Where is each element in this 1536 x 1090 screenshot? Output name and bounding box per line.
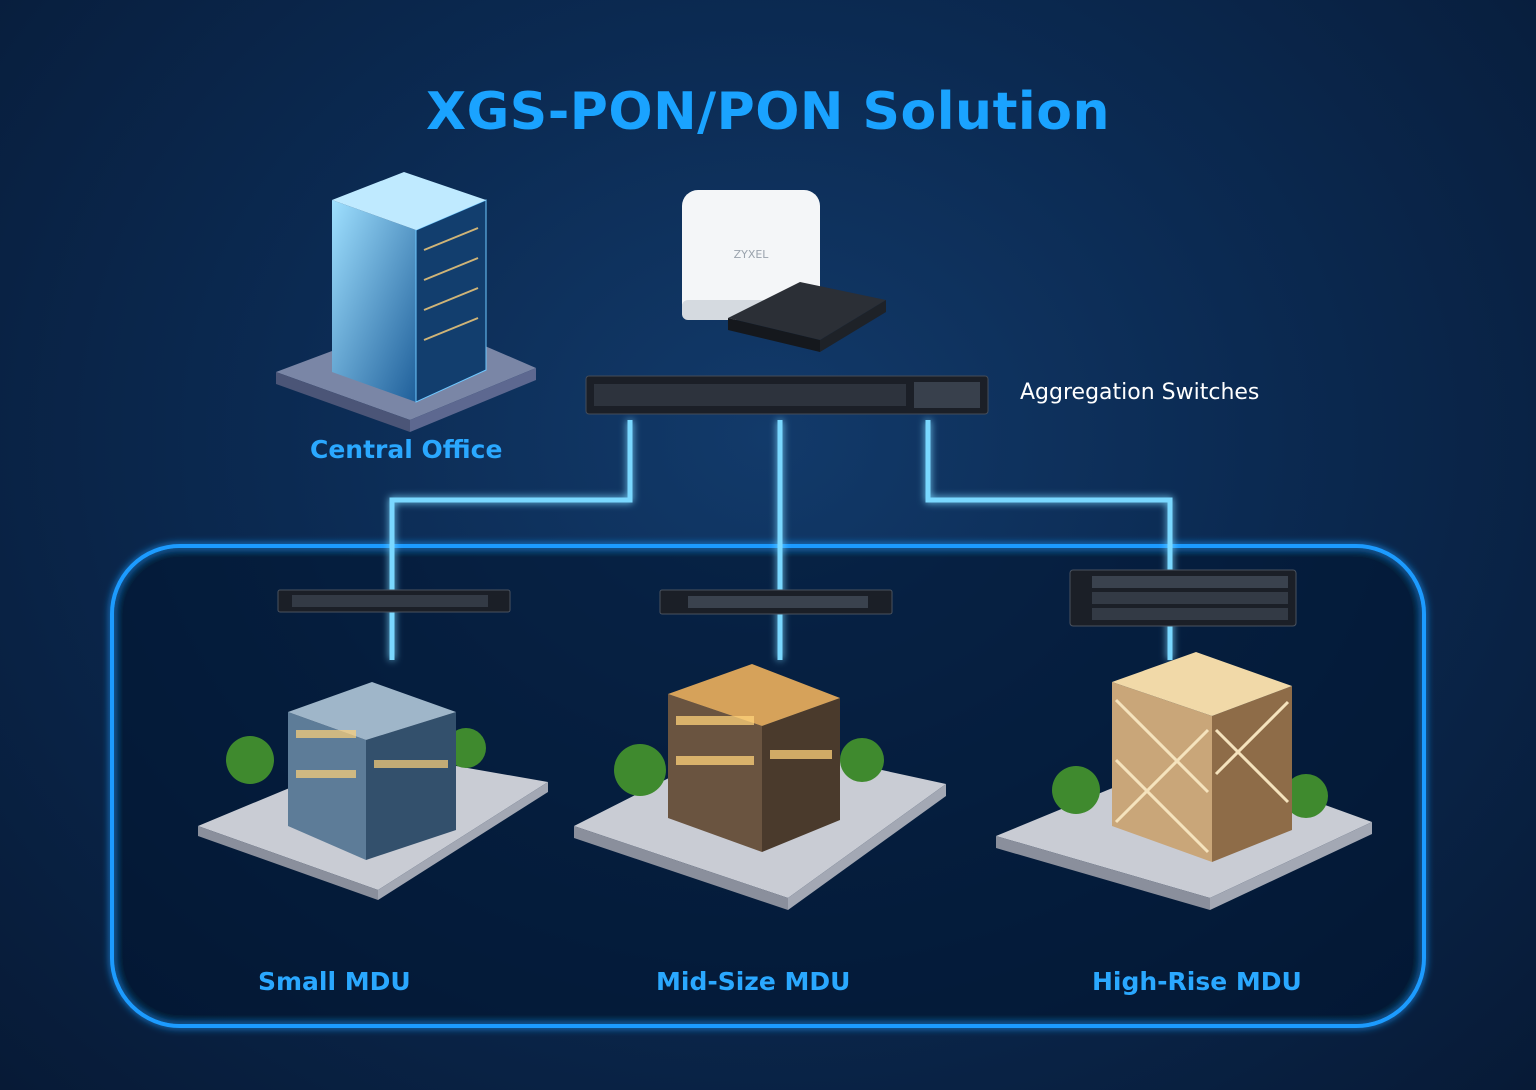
- small-mdu-label: Small MDU: [258, 967, 411, 996]
- highrise-mdu-building-icon: [996, 652, 1372, 910]
- aggregation-switches-label: Aggregation Switches: [1020, 380, 1260, 405]
- small-mdu-switch-icon: [277, 589, 511, 613]
- ont-brand: ZYXEL: [734, 248, 770, 261]
- link-small-mdu: [389, 420, 633, 660]
- central-office-label: Central Office: [310, 435, 503, 464]
- mid-mdu-switch-icon: [659, 589, 893, 615]
- central-office-building-icon: [276, 172, 536, 432]
- highrise-mdu-olt-chassis-icon: [1069, 569, 1297, 627]
- mid-mdu-building-icon: [574, 664, 946, 910]
- page-title: XGS-PON/PON Solution: [425, 82, 1111, 142]
- mid-mdu-label: Mid-Size MDU: [656, 967, 851, 996]
- highrise-mdu-label: High-Rise MDU: [1092, 967, 1302, 996]
- ont-devices-icon: ZYXEL: [682, 190, 886, 352]
- aggregation-switch-icon: [585, 375, 989, 415]
- small-mdu-building-icon: [198, 682, 548, 900]
